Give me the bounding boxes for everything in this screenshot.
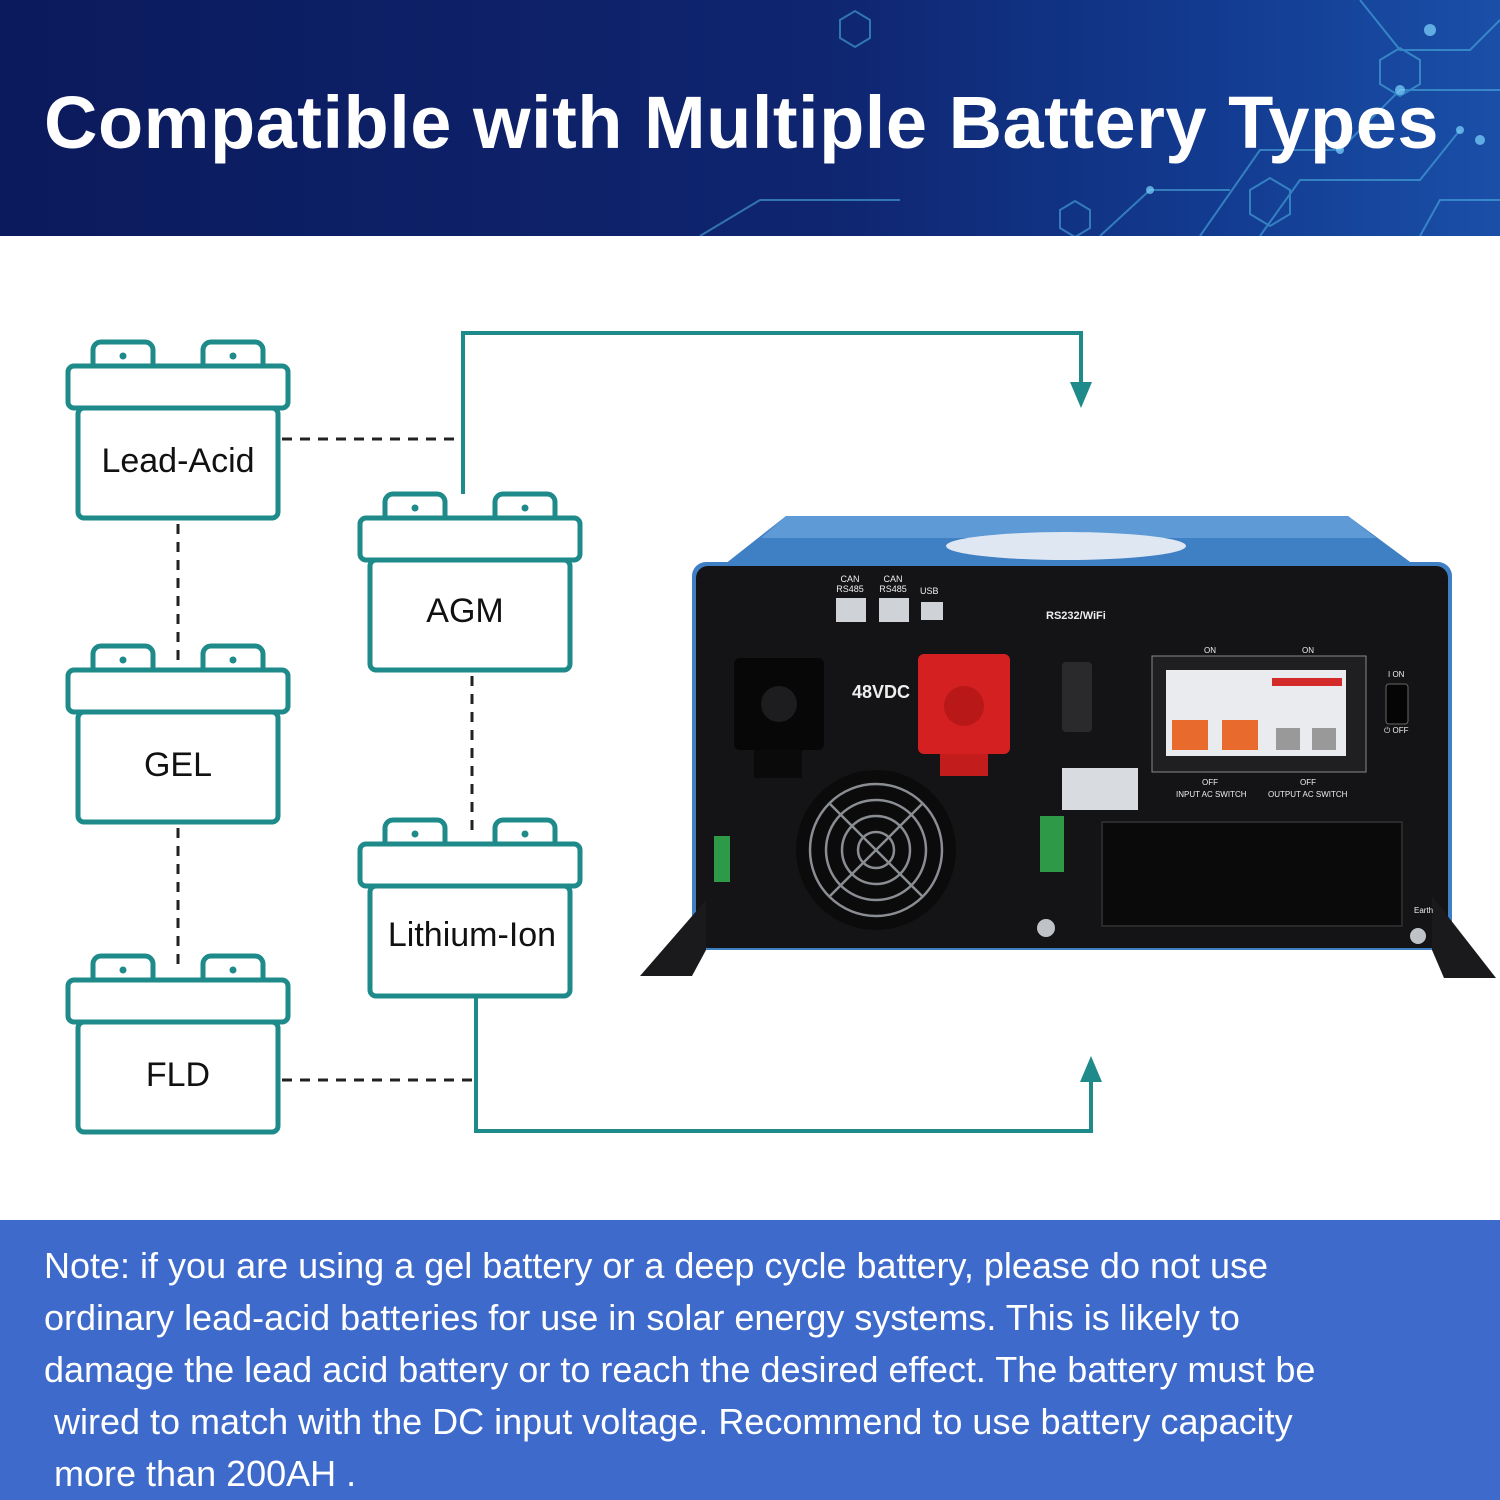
note-line-1: Note: if you are using a gel battery or … <box>44 1245 1269 1286</box>
connection-lines <box>0 331 1102 1220</box>
inverter-illustration <box>640 516 1496 978</box>
battery-diagram: Lead-Acid AGM GEL Lithium-Ion FLD <box>0 236 1500 1220</box>
off-label-1: OFF <box>1202 778 1218 787</box>
battery-icon-agm <box>360 494 580 670</box>
note-line-5: more than 200AH . <box>54 1453 357 1494</box>
power-off-label: ⏻ OFF <box>1384 726 1409 735</box>
battery-label-gel: GEL <box>143 746 213 784</box>
note-line-3: damage the lead acid battery or to reach… <box>44 1349 1316 1390</box>
circuit-pattern <box>699 0 1500 236</box>
note-box: Note: if you are using a gel battery or … <box>0 1220 1500 1500</box>
voltage-label: 48VDC <box>852 682 911 702</box>
note-line-4: wired to match with the DC input voltage… <box>54 1401 1293 1442</box>
note-text: Note: if you are using a gel battery or … <box>44 1240 1474 1500</box>
on-label-2: ON <box>1302 646 1314 655</box>
battery-icon-fld <box>68 956 288 1132</box>
battery-label-lead-acid: Lead-Acid <box>101 442 255 480</box>
off-label-2: OFF <box>1300 778 1316 787</box>
battery-label-lithium-ion: Lithium-Ion <box>387 916 557 954</box>
page-title: Compatible with Multiple Battery Types <box>44 81 1440 164</box>
on-label-1: ON <box>1204 646 1216 655</box>
battery-icon-lead-acid <box>68 342 288 518</box>
port-label-usb: USB <box>920 586 939 596</box>
power-on-label: I ON <box>1388 670 1405 679</box>
input-switch-label: INPUT AC SWITCH <box>1176 790 1247 799</box>
battery-icon-gel <box>68 646 288 822</box>
header-banner: Compatible with Multiple Battery Types <box>0 0 1500 236</box>
note-line-2: ordinary lead-acid batteries for use in … <box>44 1297 1240 1338</box>
output-switch-label: OUTPUT AC SWITCH <box>1268 790 1348 799</box>
battery-label-agm: AGM <box>426 592 504 630</box>
battery-icon-lithium-ion <box>360 820 580 996</box>
rs232-label: RS232/WiFi <box>1046 610 1106 622</box>
earth-label: Earth <box>1414 906 1434 915</box>
battery-label-fld: FLD <box>145 1056 211 1094</box>
